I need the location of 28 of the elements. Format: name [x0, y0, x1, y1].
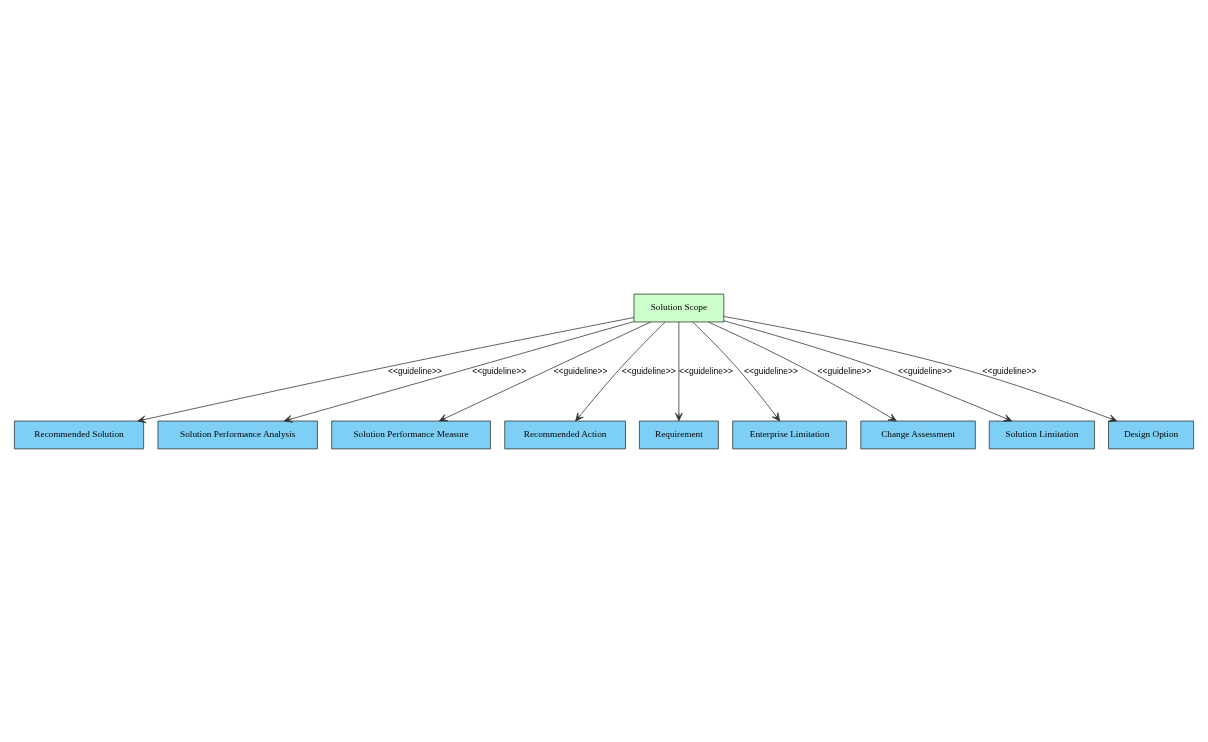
node-box: Solution Limitation	[988, 420, 1095, 449]
edge-label: <<guideline>>	[817, 365, 872, 376]
node-box: Change Assessment	[860, 420, 976, 449]
node-box: Solution Performance Analysis	[157, 420, 318, 449]
edge-label: <<guideline>>	[621, 365, 676, 376]
arrow	[708, 321, 897, 421]
node-box: Requirement	[639, 420, 719, 449]
node-box: Enterprise Limitation	[732, 420, 847, 449]
node-box: Solution Scope	[633, 293, 725, 322]
arrow	[283, 320, 635, 423]
edge-label: <<guideline>>	[982, 365, 1037, 376]
arrow	[675, 321, 683, 421]
arrow	[723, 319, 1013, 422]
edge-label: <<guideline>>	[388, 365, 442, 376]
arrow	[137, 316, 635, 423]
arrow	[723, 315, 1118, 422]
edge-label: <<guideline>>	[472, 365, 527, 376]
node-box: Design Option	[1108, 420, 1194, 449]
node-box: Solution Performance Measure	[331, 420, 491, 449]
edge-label: <<guideline>>	[553, 365, 608, 376]
arrow	[438, 321, 652, 421]
node-box: Recommended Solution	[14, 420, 145, 449]
node-box: Recommended Action	[504, 420, 626, 449]
arrow	[575, 321, 666, 421]
edge-label: <<guideline>>	[744, 365, 798, 376]
edge-label: <<guideline>>	[679, 365, 733, 376]
edge-label: <<guideline>>	[898, 365, 952, 376]
arrow	[692, 321, 781, 421]
